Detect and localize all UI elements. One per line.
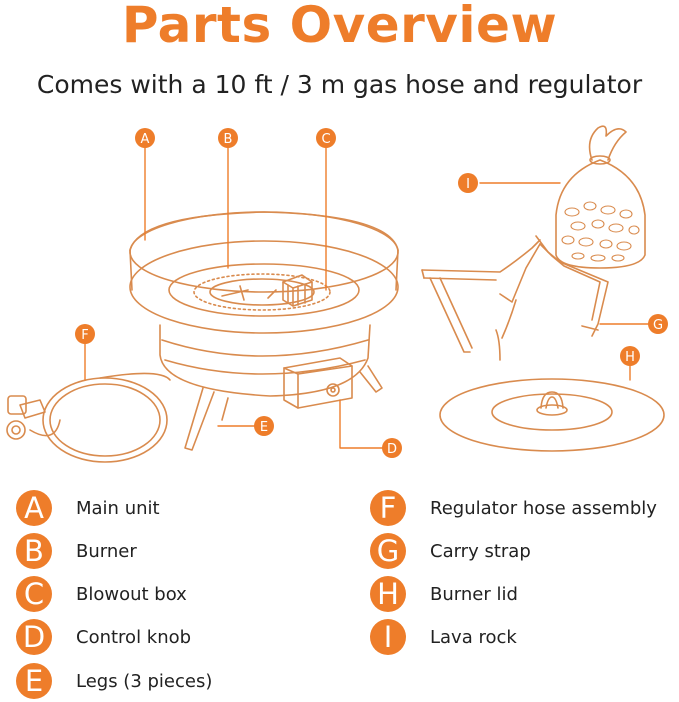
leader-lines bbox=[84, 145, 651, 449]
marker-c-label: C bbox=[321, 132, 330, 147]
marker-e: E bbox=[254, 416, 274, 436]
legend-label-b: Burner bbox=[76, 540, 137, 562]
marker-f-label: F bbox=[81, 328, 88, 343]
legend-item-a: A Main unit bbox=[16, 490, 160, 526]
marker-a: A bbox=[135, 128, 155, 148]
legend-label-i: Lava rock bbox=[430, 626, 517, 648]
marker-c: C bbox=[316, 128, 336, 148]
marker-h: H bbox=[620, 346, 640, 366]
legend-badge-b: B bbox=[16, 533, 52, 569]
marker-i: I bbox=[458, 173, 478, 193]
carry-strap-drawing bbox=[421, 235, 609, 361]
legend-item-e: E Legs (3 pieces) bbox=[16, 663, 212, 699]
legend-item-d: D Control knob bbox=[16, 619, 191, 655]
legend-label-g: Carry strap bbox=[430, 540, 531, 562]
marker-a-label: A bbox=[141, 132, 150, 147]
hose-drawing bbox=[6, 372, 171, 463]
main-unit-drawing bbox=[129, 211, 399, 397]
legend-item-f: F Regulator hose assembly bbox=[370, 490, 657, 526]
marker-h-label: H bbox=[625, 350, 635, 365]
marker-b-label: B bbox=[224, 132, 233, 147]
page-title: Parts Overview bbox=[121, 0, 558, 54]
legs-drawing bbox=[184, 365, 383, 451]
legend-label-d: Control knob bbox=[76, 626, 192, 648]
legend-badge-f: F bbox=[370, 490, 406, 526]
control-knob-drawing bbox=[283, 357, 353, 409]
legend-badge-i: I bbox=[370, 619, 406, 655]
legend-item-g: G Carry strap bbox=[370, 533, 531, 569]
legend-item-i: I Lava rock bbox=[370, 619, 517, 655]
legend-badge-g: G bbox=[370, 533, 406, 569]
legend-item-b: B Burner bbox=[16, 533, 137, 569]
legend-label-f: Regulator hose assembly bbox=[430, 497, 657, 519]
legend-badge-a: A bbox=[16, 490, 52, 526]
legend-badge-e: E bbox=[16, 663, 52, 699]
burner-drawing bbox=[193, 273, 331, 311]
legend-badge-c: C bbox=[16, 576, 52, 612]
blowout-box-drawing bbox=[282, 274, 313, 307]
marker-f: F bbox=[75, 324, 95, 344]
marker-e-label: E bbox=[260, 420, 268, 435]
marker-g-label: G bbox=[653, 318, 663, 333]
legend-label-e: Legs (3 pieces) bbox=[76, 670, 213, 692]
marker-i-label: I bbox=[466, 177, 470, 192]
lava-rock-drawing bbox=[555, 125, 646, 269]
legend-badge-d: D bbox=[16, 619, 52, 655]
legend-item-c: C Blowout box bbox=[16, 576, 187, 612]
marker-g: G bbox=[648, 314, 668, 334]
marker-d-label: D bbox=[387, 442, 397, 457]
legend-label-a: Main unit bbox=[76, 497, 160, 519]
burner-lid-drawing bbox=[439, 378, 665, 452]
legend-item-h: H Burner lid bbox=[370, 576, 518, 612]
page-subtitle: Comes with a 10 ft / 3 m gas hose and re… bbox=[36, 70, 643, 99]
legend-label-c: Blowout box bbox=[76, 583, 187, 605]
marker-b: B bbox=[218, 128, 238, 148]
legend-label-h: Burner lid bbox=[430, 583, 518, 605]
legend-badge-h: H bbox=[370, 576, 406, 612]
marker-d: D bbox=[382, 438, 402, 458]
